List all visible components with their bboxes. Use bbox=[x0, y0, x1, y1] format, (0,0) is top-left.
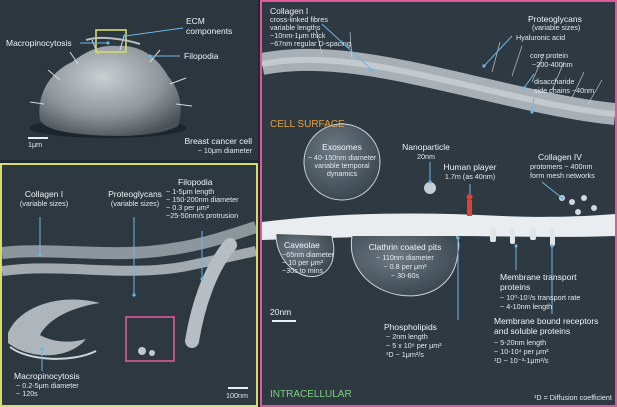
proteoglycan-bristles bbox=[315, 29, 603, 105]
membrane-transport-stat-2: ~ 4-10nm length bbox=[500, 302, 553, 311]
scale-bar bbox=[28, 137, 48, 139]
ecm-scale-bar bbox=[228, 387, 248, 389]
filopodia-stat-1: ~ 1-5μm length bbox=[166, 187, 215, 196]
macropinocytosis-shell bbox=[9, 346, 97, 360]
ecm-scale-label: 100nm bbox=[226, 391, 248, 400]
filopodia-label: Filopodia bbox=[184, 51, 219, 61]
caveolae-stat-3: ~30s to mins bbox=[282, 266, 323, 275]
cell-illustration bbox=[29, 27, 193, 138]
macropinocytosis-stat-2: ~ 120s bbox=[16, 389, 38, 398]
caveolae-title: Caveolae bbox=[284, 240, 320, 250]
receptors-stat-2: ~ 10-10⁴ per μm² bbox=[494, 347, 549, 356]
nanoparticle-size: 20nm bbox=[417, 152, 435, 161]
intracellular-label: INTRACELLULAR bbox=[270, 389, 352, 400]
clathrin-stat-3: ~ 30-60s bbox=[390, 271, 420, 280]
nanoparticle bbox=[424, 182, 436, 194]
panel-cell: ECM components Macropinocytosis Filopodi… bbox=[0, 0, 258, 160]
ecm-illustration bbox=[2, 217, 256, 371]
zoom-box-surface bbox=[125, 316, 175, 362]
human-player-figure bbox=[467, 200, 472, 216]
receptors-stat-3: ¹D ~ 10⁻³-1μm²/s bbox=[494, 356, 549, 365]
collagen-fibre-lower bbox=[2, 246, 256, 276]
panel-ecm: Collagen I (variable sizes) Proteoglycan… bbox=[0, 163, 258, 407]
filopodia-stat-3: ~ 0.3 per μm² bbox=[166, 203, 210, 212]
disaccharide-label: disaccharide bbox=[534, 77, 575, 86]
scale-bar-label: 1μm bbox=[28, 140, 43, 149]
collagen-sub: (variable sizes) bbox=[19, 199, 69, 208]
membrane-proteins bbox=[490, 228, 555, 246]
exosomes-stat-3: dynamics bbox=[326, 169, 358, 178]
macropinocytosis-cup bbox=[8, 299, 100, 356]
core-protein-size: ~200-400nm bbox=[532, 60, 573, 69]
caveolae-stat-1: ~65nm diameter bbox=[282, 250, 335, 259]
collagen-iv-stat-1: protomers ~ 400nm bbox=[530, 162, 593, 171]
collagen-iv-title: Collagen IV bbox=[538, 152, 582, 162]
filopodia-stat-2: ~ 150-200nm diameter bbox=[166, 195, 239, 204]
exosomes-stat-1: ~ 40-150nm diameter bbox=[307, 153, 377, 162]
nanoparticle-title: Nanoparticle bbox=[402, 142, 450, 152]
cancer-cell-body bbox=[39, 45, 181, 136]
exosomes-stat-2: variable temporal bbox=[314, 161, 370, 170]
proteoglycans-title: Proteoglycans bbox=[528, 14, 582, 24]
collagen-i-stat-1: cross-linked fibres bbox=[270, 15, 328, 24]
phospholipids-stat-3: ¹D ~ 1μm²/s bbox=[386, 350, 424, 359]
filopodium bbox=[185, 238, 237, 348]
cell-surface-label: CELL SURFACE bbox=[270, 119, 345, 130]
proteoglycans-sub: (variable sizes) bbox=[110, 199, 160, 208]
disaccharide-size: side chains ~40nm bbox=[534, 86, 595, 95]
filopodia-stat-4: ~25-50nm/s protrusion bbox=[166, 211, 239, 220]
proteoglycans-sub: (variable sizes) bbox=[532, 23, 581, 32]
collagen-label: Collagen I bbox=[24, 189, 64, 199]
proteoglycans-label: Proteoglycans bbox=[108, 189, 162, 199]
clathrin-stat-2: ~ 0.8 per μm² bbox=[383, 262, 427, 271]
vesicle-a bbox=[138, 347, 146, 355]
clathrin-stat-1: ~ 110nm diameter bbox=[376, 253, 434, 262]
surface-scale-bar bbox=[272, 320, 296, 322]
surface-illustration bbox=[262, 23, 615, 320]
caveolae-stat-2: ~ 10 per μm² bbox=[282, 258, 324, 267]
phospholipids-stat-2: ~ 5 x 10⁶ per μm² bbox=[386, 341, 442, 350]
receptors-stat-1: ~ 5-20nm length bbox=[494, 338, 547, 347]
macropinocytosis-label: Macropinocytosis bbox=[6, 38, 72, 48]
macropinocytosis-stat-1: ~ 0.2-5μm diameter bbox=[16, 381, 79, 390]
phospholipids-title: Phospholipids bbox=[384, 322, 437, 332]
human-player-sub: 1.7m (as 40nm) bbox=[444, 172, 496, 181]
caveolae-pit bbox=[275, 233, 335, 277]
macropinocytosis-title: Macropinocytosis bbox=[14, 371, 80, 381]
receptors-title: Membrane bound receptors and soluble pro… bbox=[494, 316, 599, 336]
collagen-i-stat-4: ~67nm regular D-spacing bbox=[270, 39, 351, 48]
collagen-iv-mesh bbox=[559, 195, 597, 215]
clathrin-title: Clathrin coated pits bbox=[368, 242, 442, 252]
collagen-fibre-core bbox=[262, 56, 615, 117]
collagen-iv-stat-2: form mesh networks bbox=[530, 171, 595, 180]
filopodia-spikes bbox=[29, 35, 193, 107]
exosomes-title: Exosomes bbox=[322, 142, 362, 152]
ecm-fibre-strand bbox=[85, 36, 141, 45]
cell-size: ~ 10μm diameter bbox=[197, 146, 252, 155]
collagen-i-stat-2: variable lengths bbox=[270, 23, 321, 32]
cell-title: Breast cancer cell bbox=[184, 136, 252, 146]
panel-surface: Collagen I cross-linked fibres variable … bbox=[260, 0, 617, 407]
human-player-head bbox=[466, 194, 473, 200]
surface-scale-label: 20nm bbox=[270, 307, 292, 317]
diffusion-footnote: ¹D = Diffusion coefficient bbox=[534, 393, 612, 402]
human-player-title: Human player bbox=[443, 162, 497, 172]
membrane-transport-stat-1: ~ 10⁰-10⁷/s transport rate bbox=[500, 293, 581, 302]
core-protein-label: core protein bbox=[530, 51, 568, 60]
membrane-surface bbox=[262, 213, 615, 240]
filopodia-title: Filopodia bbox=[178, 177, 213, 187]
membrane-transport-title: Membrane transport proteins bbox=[500, 272, 577, 292]
phospholipids-stat-1: ~ 2nm length bbox=[386, 332, 428, 341]
collagen-i-stat-3: ~10nm-1μm thick bbox=[270, 31, 326, 40]
collagen-i-title: Collagen I bbox=[270, 6, 309, 16]
vesicle-b bbox=[149, 350, 155, 356]
ecm-components-label: ECM components bbox=[186, 16, 233, 36]
hyaluronic-acid-label: Hyaluronic acid bbox=[516, 33, 566, 42]
exosome bbox=[303, 123, 381, 201]
collagen-fibre-upper bbox=[2, 221, 256, 260]
